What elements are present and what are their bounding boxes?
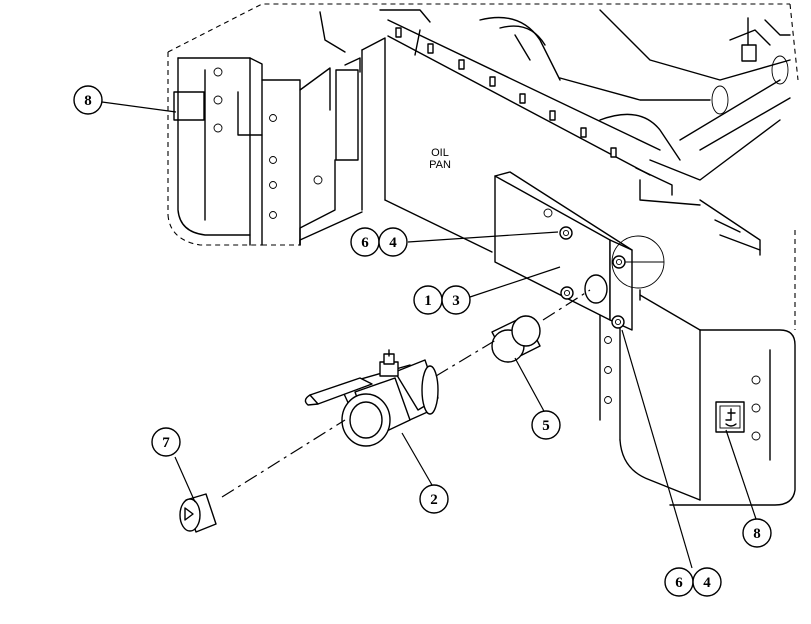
plate-bolts [543,208,626,329]
leader-lines [101,101,757,569]
svg-text:6: 6 [675,575,683,591]
pipe-nipple [491,315,541,363]
engine-frame [167,3,799,506]
callout-1-3: 1 3 [413,285,471,315]
ball-valve [304,349,439,447]
oil-pan-label-line1: OIL [431,147,449,159]
callout-7: 7 [151,427,181,457]
callout-6-4-lower: 6 4 [664,567,722,597]
callout-8-upper: 8 [73,85,103,115]
drain-decal-icon [715,401,745,433]
svg-text:8: 8 [753,526,761,542]
callout-2: 2 [419,484,449,514]
oil-pan-label-line2: PAN [429,159,451,171]
svg-text:3: 3 [452,293,460,309]
pipe-cap [179,493,217,533]
svg-text:8: 8 [84,93,92,109]
svg-text:5: 5 [542,418,550,434]
callout-8-lower: 8 [742,518,772,548]
callout-6-4-upper: 6 4 [350,227,408,257]
svg-text:4: 4 [389,235,397,251]
callout-5: 5 [531,410,561,440]
svg-text:6: 6 [361,235,369,251]
svg-text:2: 2 [430,492,438,508]
svg-text:7: 7 [162,435,170,451]
svg-text:1: 1 [424,293,432,309]
assembly-centerline [221,289,591,498]
adapter-plate [494,171,665,331]
flange-bolt-row [395,27,617,158]
svg-text:4: 4 [703,575,711,591]
